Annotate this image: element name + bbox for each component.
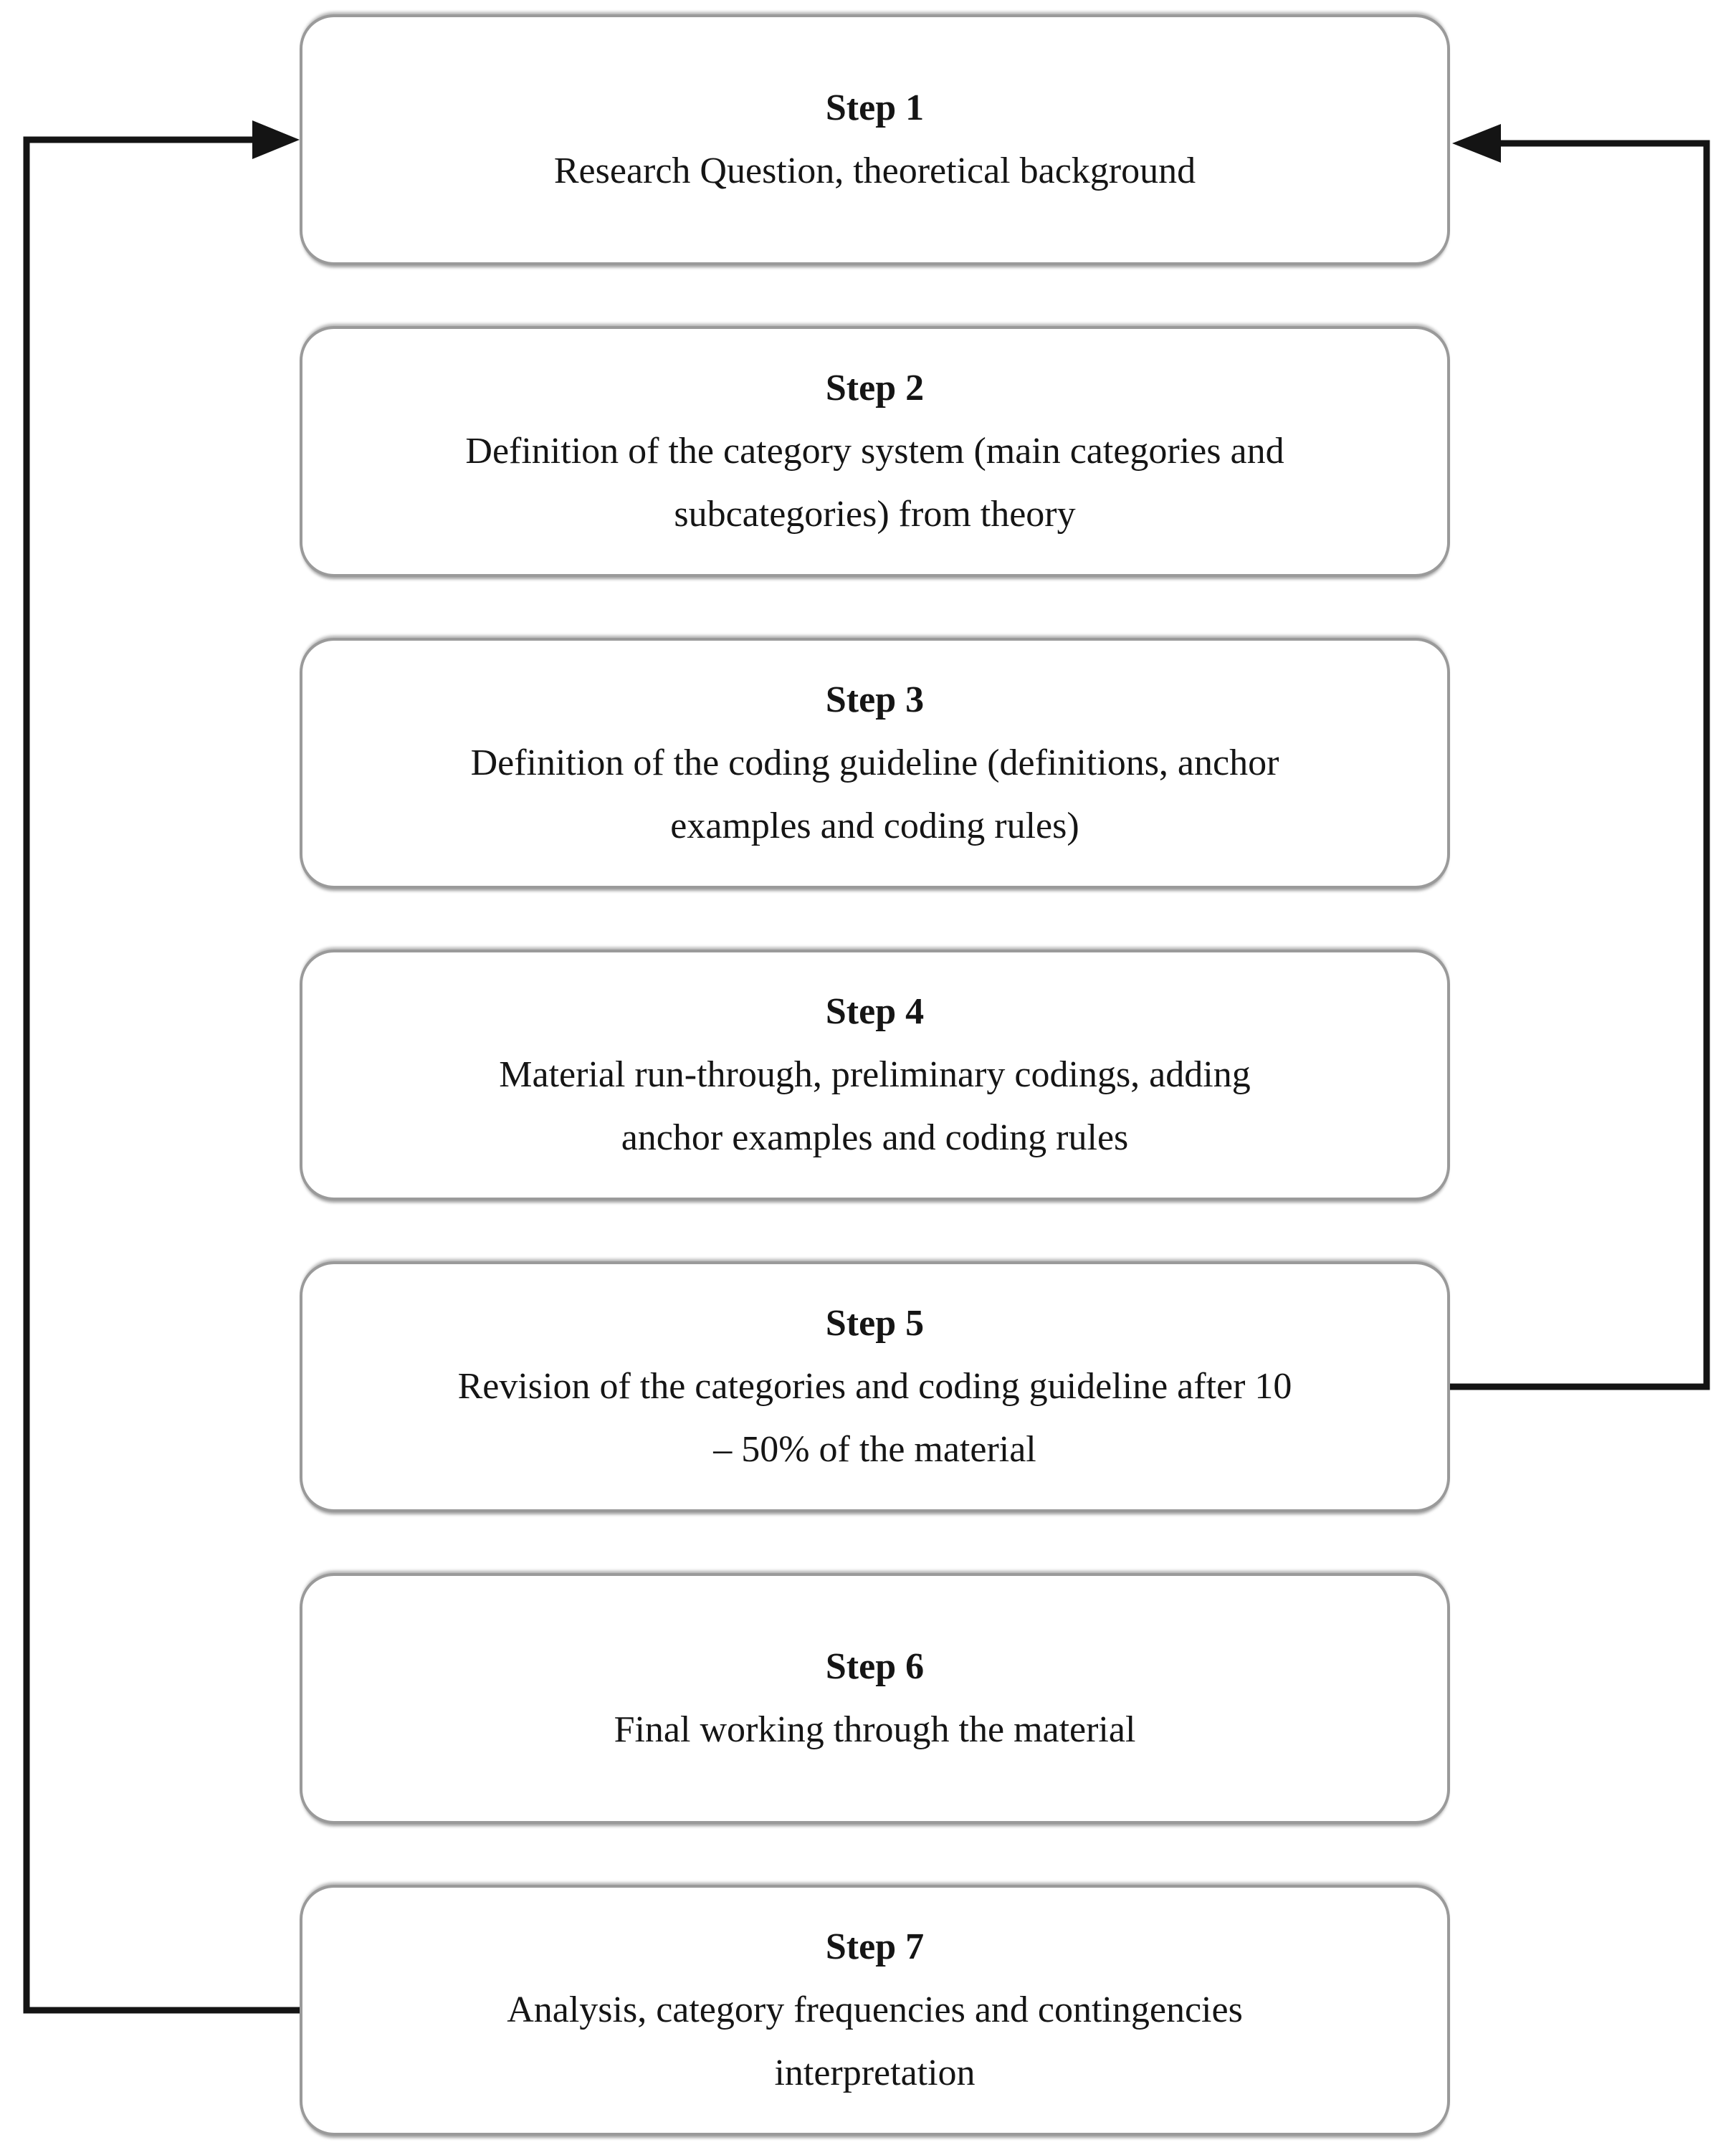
loop-line-step7-to-step1	[23, 136, 300, 2014]
step-1-box: Step 1 Research Question, theoretical ba…	[300, 14, 1450, 265]
step-5-title: Step 5	[825, 1303, 925, 1344]
step-3-body: Definition of the coding guideline (defi…	[470, 742, 1279, 846]
step-2-body: Definition of the category system (main …	[465, 431, 1284, 535]
step-4-body: Material run-through, preliminary coding…	[499, 1054, 1251, 1158]
step-7-body: Analysis, category frequencies and conti…	[507, 1989, 1243, 2093]
step-5-box: Step 5 Revision of the categories and co…	[300, 1261, 1450, 1512]
step-2-box: Step 2 Definition of the category system…	[300, 326, 1450, 577]
step-7-box: Step 7 Analysis, category frequencies an…	[300, 1885, 1450, 2136]
step-6-box: Step 6 Final working through the materia…	[300, 1573, 1450, 1824]
arrowhead-into-step1-right-icon	[1452, 124, 1501, 163]
step-4-title: Step 4	[825, 991, 925, 1032]
step-3-title: Step 3	[825, 679, 925, 720]
loop-line-step5-to-step1	[1450, 140, 1710, 1390]
step-2-title: Step 2	[825, 368, 925, 408]
step-6-title: Step 6	[825, 1646, 925, 1687]
step-6-body: Final working through the material	[614, 1709, 1136, 1750]
step-3-box: Step 3 Definition of the coding guidelin…	[300, 638, 1450, 889]
step-4-box: Step 4 Material run-through, preliminary…	[300, 950, 1450, 1200]
arrowhead-into-step1-left-icon	[252, 120, 300, 159]
step-7-title: Step 7	[825, 1926, 925, 1967]
step-5-body: Revision of the categories and coding gu…	[457, 1366, 1292, 1470]
step-1-title: Step 1	[825, 87, 925, 128]
step-1-body: Research Question, theoretical backgroun…	[553, 150, 1196, 191]
